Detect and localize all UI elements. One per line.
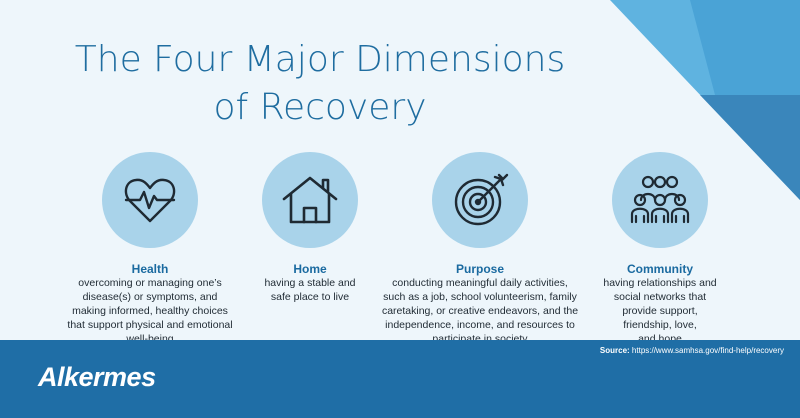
dimension-description: having relationships and social networks…	[603, 277, 717, 345]
dimension-home: Home having a stable and safe place to l…	[240, 152, 380, 304]
title-line-2: of Recovery	[213, 87, 427, 128]
house-icon	[282, 176, 338, 224]
dimension-name: Community	[627, 262, 693, 276]
source-citation: Source: https://www.samhsa.gov/find-help…	[600, 346, 784, 355]
dimension-description: overcoming or managing one’s disease(s) …	[67, 277, 233, 345]
page-title: The Four Major Dimensions of Recovery	[60, 36, 580, 132]
dimension-description: having a stable and safe place to live	[264, 277, 356, 303]
people-group-icon	[630, 175, 690, 224]
corner-decoration	[610, 0, 800, 340]
target-icon	[454, 173, 509, 226]
dimension-purpose: Purpose conducting meaningful daily acti…	[370, 152, 590, 346]
heart-pulse-icon	[124, 178, 176, 223]
dimension-name: Health	[131, 262, 169, 276]
dimension-name: Home	[293, 262, 327, 276]
dimension-community: Community having relationships and socia…	[580, 152, 740, 346]
source-label: Source:	[599, 346, 630, 355]
purpose-icon-circle	[432, 152, 528, 248]
footer-bar: Source: https://www.samhsa.gov/find-help…	[0, 340, 800, 418]
community-icon-circle	[612, 152, 708, 248]
dimension-health: Health overcoming or managing one’s dise…	[40, 152, 260, 346]
source-link[interactable]: https://www.samhsa.gov/find-help/recover…	[631, 346, 784, 355]
dimension-description: conducting meaningful daily activities, …	[381, 277, 579, 345]
home-icon-circle	[262, 152, 358, 248]
health-icon-circle	[102, 152, 198, 248]
dimension-name: Purpose	[455, 262, 504, 276]
title-line-1: The Four Major Dimensions	[74, 39, 566, 80]
alkermes-logo: Alkermes	[38, 362, 156, 392]
